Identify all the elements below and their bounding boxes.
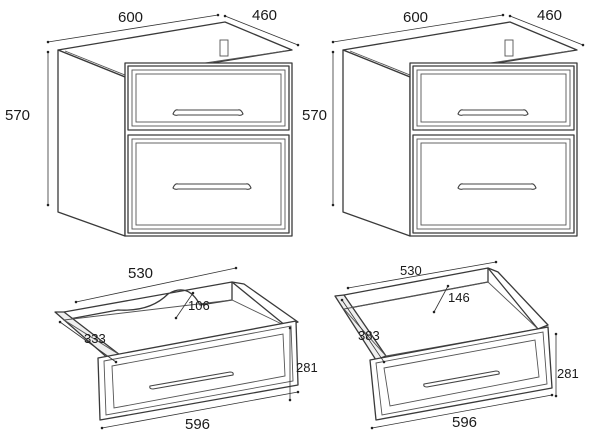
cabinet-1-height-label: 570 — [5, 107, 30, 124]
handle-icon — [457, 183, 537, 190]
cabinet-2-height-label: 570 — [302, 107, 327, 124]
drawer-2-front-width-label: 596 — [452, 414, 477, 431]
drawer-1: 530 106 333 281 596 — [54, 265, 318, 433]
cabinet-2-width-label: 600 — [403, 9, 428, 26]
cabinet-2-depth-label: 460 — [537, 7, 562, 24]
drawer-2-cutout-label: 146 — [448, 290, 470, 305]
drawer-2: 530 146 383 281 596 — [334, 260, 579, 431]
handle-icon — [457, 109, 529, 116]
cabinet-1: 600 460 570 — [5, 7, 300, 237]
handle-icon — [172, 109, 244, 116]
drawer-2-width-label: 530 — [400, 263, 422, 278]
handle-icon — [149, 371, 234, 390]
drawer-1-front-width-label: 596 — [185, 416, 210, 433]
drawer-2-height-label: 281 — [557, 366, 579, 381]
cabinet-2: 600 460 570 — [302, 7, 585, 237]
drawer-1-height-label: 281 — [296, 360, 318, 375]
drawer-1-width-label: 530 — [128, 265, 153, 282]
drawer-2-depth-label: 383 — [358, 328, 380, 343]
drawer-1-cutout-label: 106 — [188, 298, 210, 313]
handle-icon — [172, 183, 252, 190]
cabinet-1-width-label: 600 — [118, 9, 143, 26]
handle-icon — [423, 370, 500, 388]
cabinet-1-depth-label: 460 — [252, 7, 277, 24]
drawer-1-depth-label: 333 — [84, 331, 106, 346]
